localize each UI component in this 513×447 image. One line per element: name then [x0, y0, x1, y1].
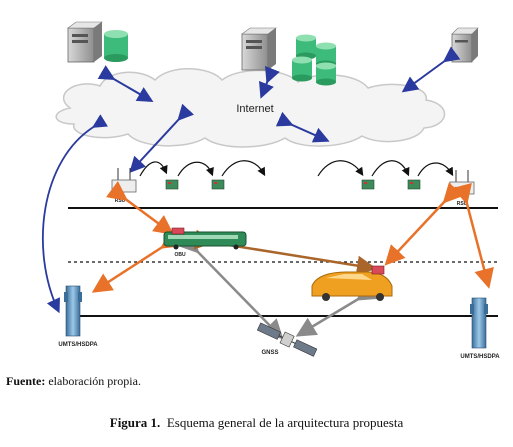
sensor-node-icon [165, 179, 179, 190]
tower-right-label: UMTS/HSDPA [460, 354, 500, 360]
internet-label: Internet [236, 103, 273, 115]
figure-caption: Figura 1. Esquema general de la arquitec… [0, 415, 513, 431]
satellite-icon [256, 322, 318, 357]
bus-icon: OBU [163, 227, 247, 258]
tower-left: UMTS/HSDPA [58, 285, 98, 348]
vehicle-links [91, 181, 494, 293]
car-icon [311, 265, 393, 301]
figure-number: Figura 1. [109, 415, 161, 430]
database-icon [104, 30, 128, 62]
server-icon [241, 27, 277, 71]
node-hops [139, 160, 454, 177]
router-icon [111, 168, 137, 193]
source-text: elaboración propia. [45, 374, 141, 388]
gnss-label: GNSS [261, 350, 278, 356]
gnss-satellite: GNSS [256, 322, 318, 357]
figure-title: Esquema general de la arquitectura propu… [160, 415, 404, 430]
server-links [42, 46, 461, 314]
source-note: Fuente: elaboración propia. [6, 374, 513, 389]
sensor-node-icon [211, 179, 225, 190]
tower-left-label: UMTS/HSDPA [58, 342, 98, 348]
rsu-right: RSU [449, 170, 475, 207]
source-label: Fuente: [6, 374, 46, 388]
tower-icon [64, 285, 82, 337]
database-icon [292, 34, 336, 86]
server-icon [67, 21, 103, 63]
obu-label: OBU [174, 252, 186, 258]
sensor-node-icon [407, 179, 421, 190]
tower-right: UMTS/HSDPA [460, 297, 500, 360]
tower-icon [470, 297, 488, 349]
sensor-node-icon [361, 179, 375, 190]
road [68, 207, 498, 317]
server-icon [451, 27, 479, 63]
router-icon [449, 170, 475, 195]
